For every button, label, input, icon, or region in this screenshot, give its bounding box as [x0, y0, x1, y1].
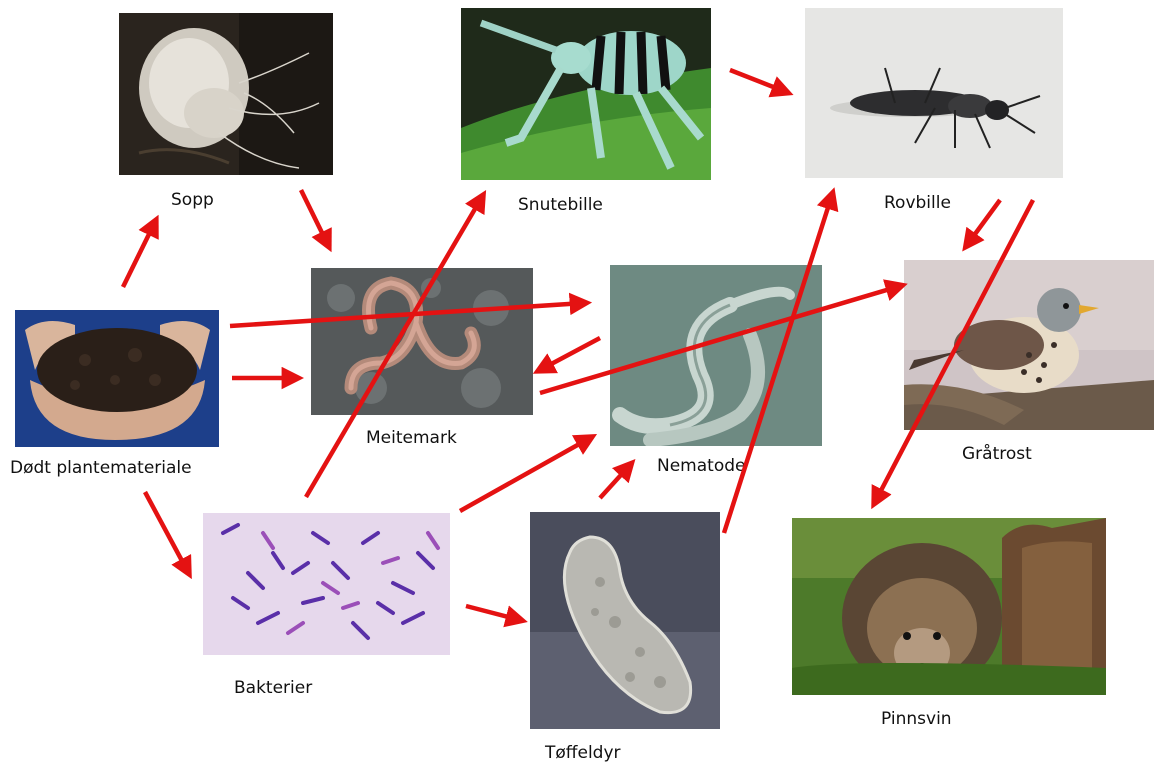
snutebille-image	[461, 8, 711, 180]
bakterier-image	[203, 513, 450, 655]
arrow-toffeldyr-to-nematode	[600, 465, 630, 498]
pinnsvin-image	[792, 518, 1106, 695]
bakterier-label: Bakterier	[234, 678, 312, 698]
dodt-plantemateriale-image	[15, 310, 219, 447]
snutebille-label: Snutebille	[518, 195, 603, 215]
dodt-plantemateriale-label: Dødt plantemateriale	[10, 458, 192, 478]
meitemark-image	[311, 268, 533, 415]
gratrost-image	[904, 260, 1154, 430]
arrow-snutebille-to-rovbille	[730, 70, 786, 92]
meitemark-label: Meitemark	[366, 428, 457, 448]
gratrost-label: Gråtrost	[962, 444, 1032, 464]
toffeldyr-image	[530, 512, 720, 729]
pinnsvin-label: Pinnsvin	[881, 709, 952, 729]
arrow-rovbille-to-gratrost	[967, 200, 1000, 245]
sopp-image	[119, 13, 333, 175]
rovbille-label: Rovbille	[884, 193, 951, 213]
nematode-image	[610, 265, 822, 446]
arrow-dodt-plantemateriale-to-bakterier	[145, 492, 188, 572]
arrow-bakterier-to-nematode	[460, 438, 590, 511]
arrow-dodt-plantemateriale-to-sopp	[123, 222, 155, 287]
toffeldyr-label: Tøffeldyr	[545, 743, 621, 763]
arrow-nematode-to-meitemark	[540, 338, 600, 370]
arrow-bakterier-to-toffeldyr	[466, 606, 520, 620]
nematode-label: Nematode	[657, 456, 745, 476]
sopp-label: Sopp	[171, 190, 214, 210]
rovbille-image	[805, 8, 1063, 178]
arrow-sopp-to-meitemark	[301, 190, 328, 245]
